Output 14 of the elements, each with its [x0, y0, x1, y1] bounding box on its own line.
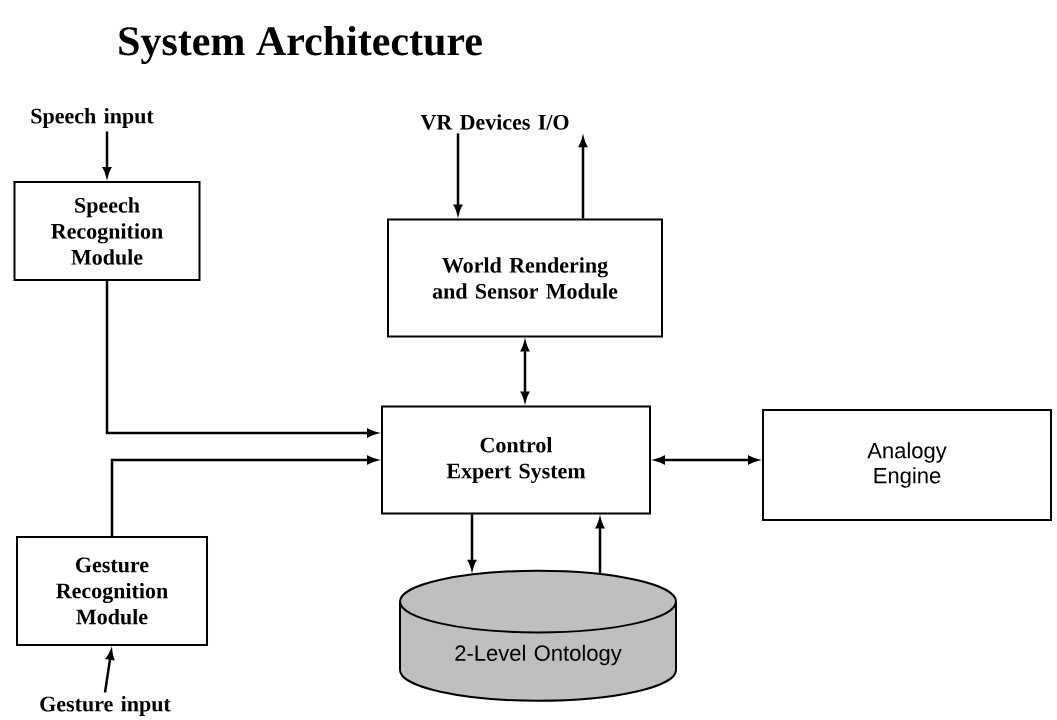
title: System Architecture	[119, 25, 482, 65]
database-cylinder: 2-Level Ontology	[399, 569, 677, 702]
arrow	[453, 133, 463, 215]
input-label: Gesture input	[40, 696, 171, 716]
input-label: VR Devices I/O	[420, 114, 569, 130]
arrow	[595, 518, 605, 574]
input-label: Speech input	[31, 108, 154, 128]
module-box: Analogy Engine	[762, 409, 1052, 521]
arrow	[520, 341, 530, 402]
module-box: Gesture Recognition Module	[16, 536, 208, 646]
module-box: Speech Recognition Module	[13, 181, 201, 281]
module-box: Control Expert System	[381, 405, 651, 515]
module-box: World Rendering and Sensor Module	[387, 218, 663, 338]
arrow	[467, 514, 477, 570]
